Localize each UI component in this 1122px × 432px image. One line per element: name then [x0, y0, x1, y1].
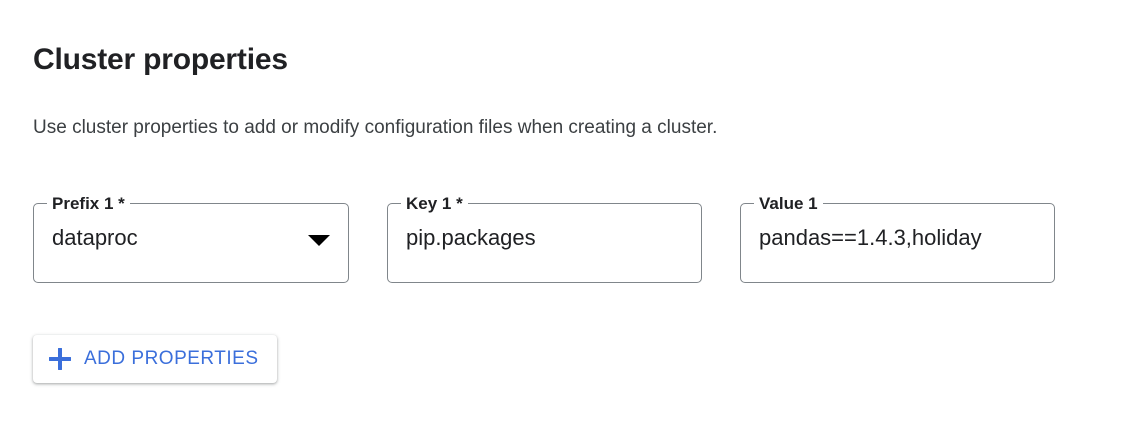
- page-description: Use cluster properties to add or modify …: [33, 117, 718, 138]
- key-input[interactable]: Key 1 * pip.packages: [387, 194, 702, 283]
- property-row-1: Prefix 1 * dataproc Key 1 * pip.packages…: [33, 194, 1055, 283]
- prefix-select[interactable]: Prefix 1 * dataproc: [33, 194, 349, 283]
- value-label: Value 1: [754, 194, 823, 214]
- add-properties-label: ADD PROPERTIES: [84, 348, 259, 369]
- value-input[interactable]: Value 1 pandas==1.4.3,holiday: [740, 194, 1055, 283]
- add-properties-button[interactable]: ADD PROPERTIES: [33, 335, 277, 383]
- chevron-down-icon[interactable]: [308, 235, 330, 246]
- key-label: Key 1 *: [401, 194, 468, 214]
- value-value: pandas==1.4.3,holiday: [759, 225, 982, 250]
- plus-icon: [49, 348, 71, 370]
- prefix-value: dataproc: [52, 225, 138, 250]
- page-title: Cluster properties: [33, 43, 288, 77]
- prefix-label: Prefix 1 *: [47, 194, 130, 214]
- key-value: pip.packages: [406, 225, 536, 250]
